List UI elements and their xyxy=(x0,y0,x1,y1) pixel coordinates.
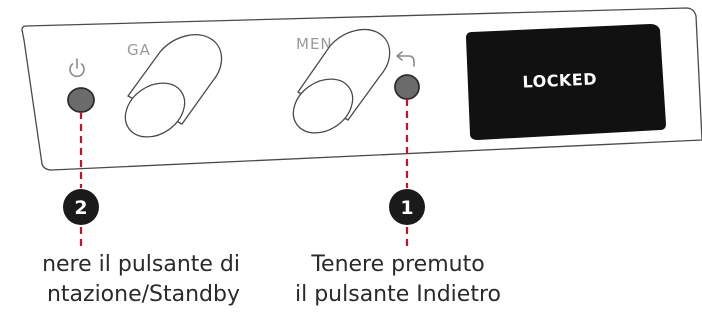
caption-power-line-1: nere il pulsante di xyxy=(42,252,240,277)
back-button[interactable] xyxy=(394,74,420,100)
gain-label: GA xyxy=(127,41,151,59)
display-screen xyxy=(466,24,666,140)
callout-badge-2: 2 xyxy=(63,189,99,225)
menu-knob[interactable] xyxy=(283,28,391,144)
caption-back-line-1: Tenere premuto xyxy=(311,252,485,277)
caption-power-line-2: ntazione/Standby xyxy=(46,282,240,307)
callout-badge-2-number: 2 xyxy=(74,197,87,219)
power-button[interactable] xyxy=(67,87,95,113)
callout-badge-1-number: 1 xyxy=(400,197,413,219)
caption-power: nere il pulsante di ntazione/Standby xyxy=(42,250,240,310)
gain-knob[interactable] xyxy=(115,34,223,148)
power-icon xyxy=(69,58,85,78)
back-arrow-icon xyxy=(396,51,415,67)
menu-label: MEN xyxy=(296,35,333,53)
display-text: LOCKED xyxy=(522,69,597,91)
caption-back: Tenere premuto il pulsante Indietro xyxy=(258,250,538,310)
caption-back-line-2: il pulsante Indietro xyxy=(295,282,501,307)
callout-badge-1: 1 xyxy=(389,189,425,225)
